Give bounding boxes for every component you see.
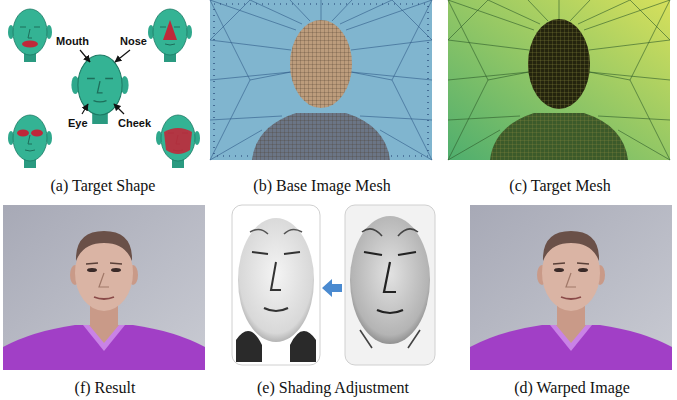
face-features bbox=[252, 252, 300, 311]
shading-image bbox=[345, 205, 435, 365]
figure-panel: (c) Target Mesh bbox=[448, 0, 672, 196]
body-mesh bbox=[490, 113, 628, 160]
mesh-background bbox=[210, 0, 432, 160]
figure-panel: (b) Base Image Mesh bbox=[210, 0, 434, 196]
leader-arrow bbox=[82, 104, 88, 114]
eye-face bbox=[8, 115, 52, 168]
leader-arrow bbox=[115, 50, 130, 62]
panel-caption: (b) Base Image Mesh bbox=[251, 176, 392, 196]
mouth-face bbox=[8, 9, 52, 62]
shadow bbox=[236, 331, 316, 362]
face-mesh bbox=[290, 20, 352, 108]
panel-caption: (c) Target Mesh bbox=[507, 176, 612, 196]
target-mesh-figure bbox=[448, 0, 670, 160]
body-region bbox=[490, 113, 628, 160]
warped-photo bbox=[470, 205, 672, 370]
panel-caption: (a) Target Shape bbox=[49, 176, 158, 196]
region-label: Cheek bbox=[118, 117, 151, 129]
shading-image bbox=[232, 205, 320, 365]
shading-face bbox=[350, 216, 430, 344]
panel-caption: (f) Result bbox=[73, 378, 138, 398]
leader-arrow bbox=[80, 50, 90, 62]
figure-panel: (d) Warped Image bbox=[470, 205, 674, 398]
mesh-background bbox=[448, 0, 670, 160]
face-features bbox=[360, 229, 420, 348]
leader-arrow bbox=[114, 104, 124, 114]
face-mesh bbox=[528, 19, 590, 109]
target-shape-figure bbox=[8, 9, 200, 168]
body-mesh bbox=[252, 113, 390, 160]
region-label: Eye bbox=[68, 117, 88, 129]
shading-figure bbox=[232, 205, 435, 365]
cheek-face bbox=[156, 115, 200, 168]
shading-face bbox=[238, 218, 314, 342]
eye-region bbox=[17, 130, 29, 137]
center-face bbox=[71, 55, 128, 124]
face-region bbox=[290, 20, 352, 108]
body-region bbox=[252, 113, 390, 160]
adjust-arrow bbox=[322, 279, 342, 297]
region-label: Nose bbox=[120, 35, 147, 47]
panel-caption: (e) Shading Adjustment bbox=[255, 378, 411, 398]
region-label: Mouth bbox=[56, 35, 89, 47]
nose-region bbox=[163, 20, 177, 40]
mouth-region bbox=[22, 41, 38, 48]
nose-face bbox=[148, 9, 192, 62]
face-features bbox=[250, 229, 302, 234]
panel-caption: (d) Warped Image bbox=[512, 378, 632, 398]
figure-panel: (f) Result bbox=[3, 205, 207, 398]
mesh-lines bbox=[448, 0, 670, 160]
eye-region bbox=[31, 130, 43, 137]
base-mesh-figure bbox=[210, 0, 432, 160]
figure-panel: (e) Shading Adjustment bbox=[226, 205, 440, 398]
result-photo bbox=[3, 205, 205, 370]
cheek-region bbox=[164, 128, 192, 154]
figure-panel: (a) Target Shape bbox=[0, 0, 206, 196]
face-features bbox=[364, 252, 416, 313]
mesh-lines bbox=[210, 0, 432, 160]
face-region bbox=[528, 19, 590, 109]
